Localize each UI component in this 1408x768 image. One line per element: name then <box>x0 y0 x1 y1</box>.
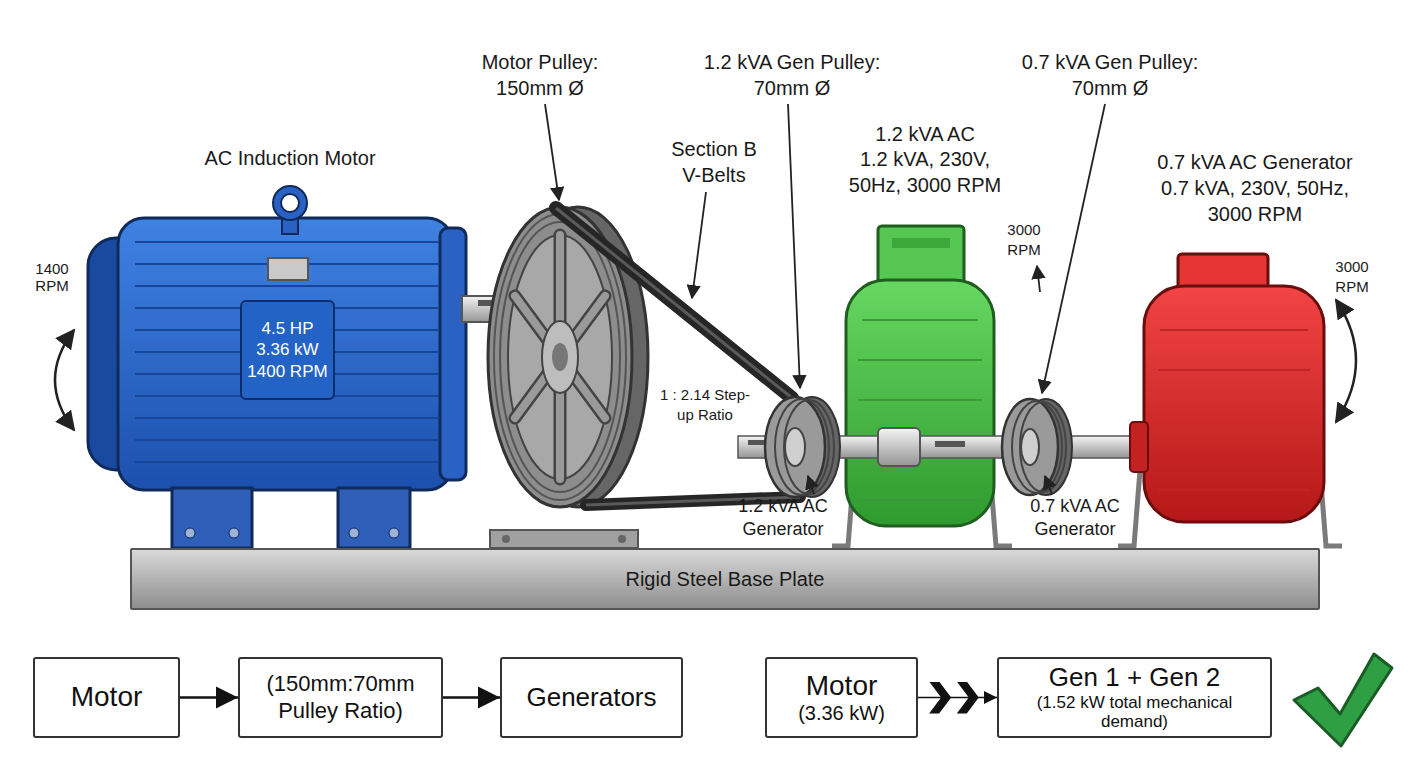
chevron-arrow <box>918 697 997 699</box>
flow-arrow <box>443 696 500 699</box>
node-heading: 4.5 HP 3.36 kW 1400 RPM <box>245 318 330 382</box>
rating-text: 1.2 kVA, 230V, 50Hz, 3000 RPM <box>840 147 1010 198</box>
part-name: Section B V-Belts <box>659 137 769 188</box>
generator-pulley <box>1002 399 1058 495</box>
bolt <box>618 535 626 543</box>
motor-foot <box>172 488 252 548</box>
motor-flange <box>440 228 466 480</box>
shaft-coupling <box>878 428 920 466</box>
cooling-fins <box>135 242 438 462</box>
bolt <box>502 535 510 543</box>
bolt <box>229 528 239 538</box>
node-heading: Rigid Steel Base Plate <box>625 567 824 591</box>
pulley-hub <box>785 428 805 466</box>
flow-box: Motor(3.36 kW) <box>765 657 918 738</box>
pulley-hub <box>542 321 578 393</box>
leader-line <box>1042 104 1105 393</box>
rating-text: 0.7 kVA, 230V, 50Hz, 3000 RPM <box>1148 175 1363 227</box>
base-plate: Rigid Steel Base Plate <box>130 548 1320 610</box>
terminal-box-detail <box>892 238 950 248</box>
leader-line <box>1045 476 1052 494</box>
dimension-callout: Motor Pulley: 150mm Ø <box>470 49 610 101</box>
check-mark <box>1294 654 1392 746</box>
pulley-web <box>508 235 612 479</box>
flow-box: Generators <box>500 657 683 738</box>
node-heading: Motor <box>71 681 143 713</box>
flow-box: Motor <box>33 657 180 738</box>
speed-label: 3000 RPM <box>999 220 1049 261</box>
node-heading: (150mm:70mm Pulley Ratio) <box>245 671 436 724</box>
eye-bolt-outline <box>277 190 303 216</box>
dimension-callout: 1.2 kVA Gen Pulley: 70mm Ø <box>692 49 892 101</box>
pulley-groove <box>500 222 620 492</box>
flow-arrow <box>180 696 238 699</box>
node-heading: Motor <box>806 670 878 702</box>
flow-box: Gen 1 + Gen 2(1.52 kW total mechanical d… <box>997 657 1272 738</box>
bolt <box>185 528 195 538</box>
node-body: (1.52 kW total mechanical demand) <box>1011 693 1258 732</box>
ratio-label: 1 : 2.14 Step-up Ratio <box>655 385 755 425</box>
eye-bolt <box>277 190 303 216</box>
shaft-end <box>552 343 568 371</box>
rotation-arrow <box>1336 300 1356 422</box>
motor-body <box>118 218 453 490</box>
part-name: 0.7 kVA AC Generator <box>1015 495 1135 541</box>
belt-groove <box>556 208 792 398</box>
leader-line <box>808 476 814 494</box>
motor-tag <box>268 258 308 280</box>
node-heading: Generators <box>526 683 656 713</box>
bolt <box>349 528 359 538</box>
flow-box: (150mm:70mm Pulley Ratio) <box>238 657 443 738</box>
leader-line <box>788 104 800 388</box>
pulley-mount <box>490 530 638 548</box>
pulley-groove <box>784 400 834 494</box>
part-name: 1.2 kVA AC <box>825 122 1025 148</box>
generator-fins <box>1158 330 1310 490</box>
node-heading: Gen 1 + Gen 2 <box>1049 663 1220 693</box>
generator-body <box>1144 286 1324 522</box>
rotation-arrow <box>55 330 74 430</box>
part-name: 1.2 kVA AC Generator <box>723 495 843 541</box>
v-belt <box>556 208 792 398</box>
pulley-hub <box>1021 429 1039 465</box>
speed-label: 1400 RPM <box>27 261 77 294</box>
part-name: 0.7 kVA AC Generator <box>1125 149 1385 175</box>
pulley-spokes <box>515 235 605 479</box>
dimension-callout: 0.7 kVA Gen Pulley: 70mm Ø <box>1010 49 1210 101</box>
leader-line <box>1037 266 1040 292</box>
pulley-spokes-outline <box>515 235 605 479</box>
bolt <box>389 528 399 538</box>
generator-body <box>846 280 994 526</box>
shaft-key <box>935 441 965 447</box>
part-name: AC Induction Motor <box>170 145 410 171</box>
generator-fins <box>858 320 982 500</box>
pulley-groove <box>1020 402 1066 492</box>
leader-line <box>692 192 706 298</box>
node-body: (3.36 kW) <box>798 702 885 725</box>
motor-foot <box>338 488 410 548</box>
leader-line <box>545 104 559 200</box>
motor-nameplate: 4.5 HP 3.36 kW 1400 RPM <box>240 300 335 400</box>
speed-label: 3000 RPM <box>1327 257 1377 298</box>
generator-collar <box>1130 422 1148 472</box>
